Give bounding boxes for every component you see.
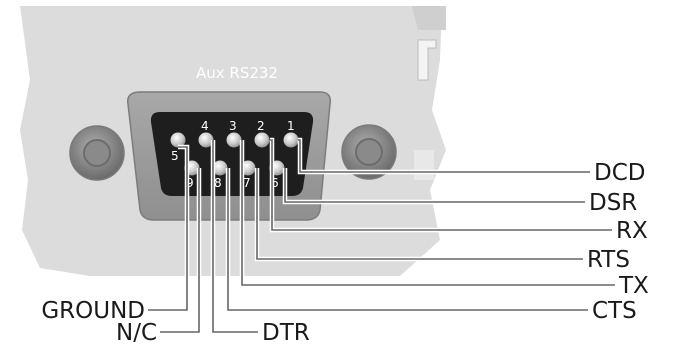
panel-bracket [417,39,437,81]
label-ground: GROUND [41,298,145,324]
pin-1: 1 [283,119,299,148]
wire-dtr [210,140,258,335]
label-dtr: DTR [262,320,310,346]
pin-1-number: 1 [287,119,295,133]
wire-cts [225,168,588,313]
pin-3: 3 [226,119,242,148]
pin-7-number: 7 [243,176,251,190]
panel-title: Aux RS232 [196,64,278,82]
pin-2-number: 2 [257,119,265,133]
label-tx: TX [618,273,649,299]
wire-tx [239,140,615,288]
pin-8: 8 [212,160,228,190]
panel-right-notch [414,150,434,180]
wire-nc [160,168,202,335]
pin-6-number: 6 [271,176,279,190]
label-rts: RTS [587,247,630,273]
left-screw [69,125,125,181]
pin-5-number: 5 [171,149,179,163]
wire-dsr [282,168,585,205]
pin-4-number: 4 [201,119,209,133]
wire-dcd [297,137,590,175]
wire-rts [254,168,583,262]
wire-ground [148,144,190,313]
wire-rx [269,137,612,233]
pin-5: 5 [170,132,186,163]
right-screw [341,124,397,180]
pin-4: 4 [198,119,214,148]
label-dsr: DSR [589,190,637,216]
label-rx: RX [616,218,648,244]
label-cts: CTS [592,298,637,324]
pin-2: 2 [254,119,270,148]
pin-3-number: 3 [229,119,237,133]
panel-top-right-tab [412,6,446,30]
label-nc: N/C [116,320,157,346]
pin-8-number: 8 [214,176,222,190]
pin-9-number: 9 [186,176,194,190]
label-dcd: DCD [594,160,645,186]
